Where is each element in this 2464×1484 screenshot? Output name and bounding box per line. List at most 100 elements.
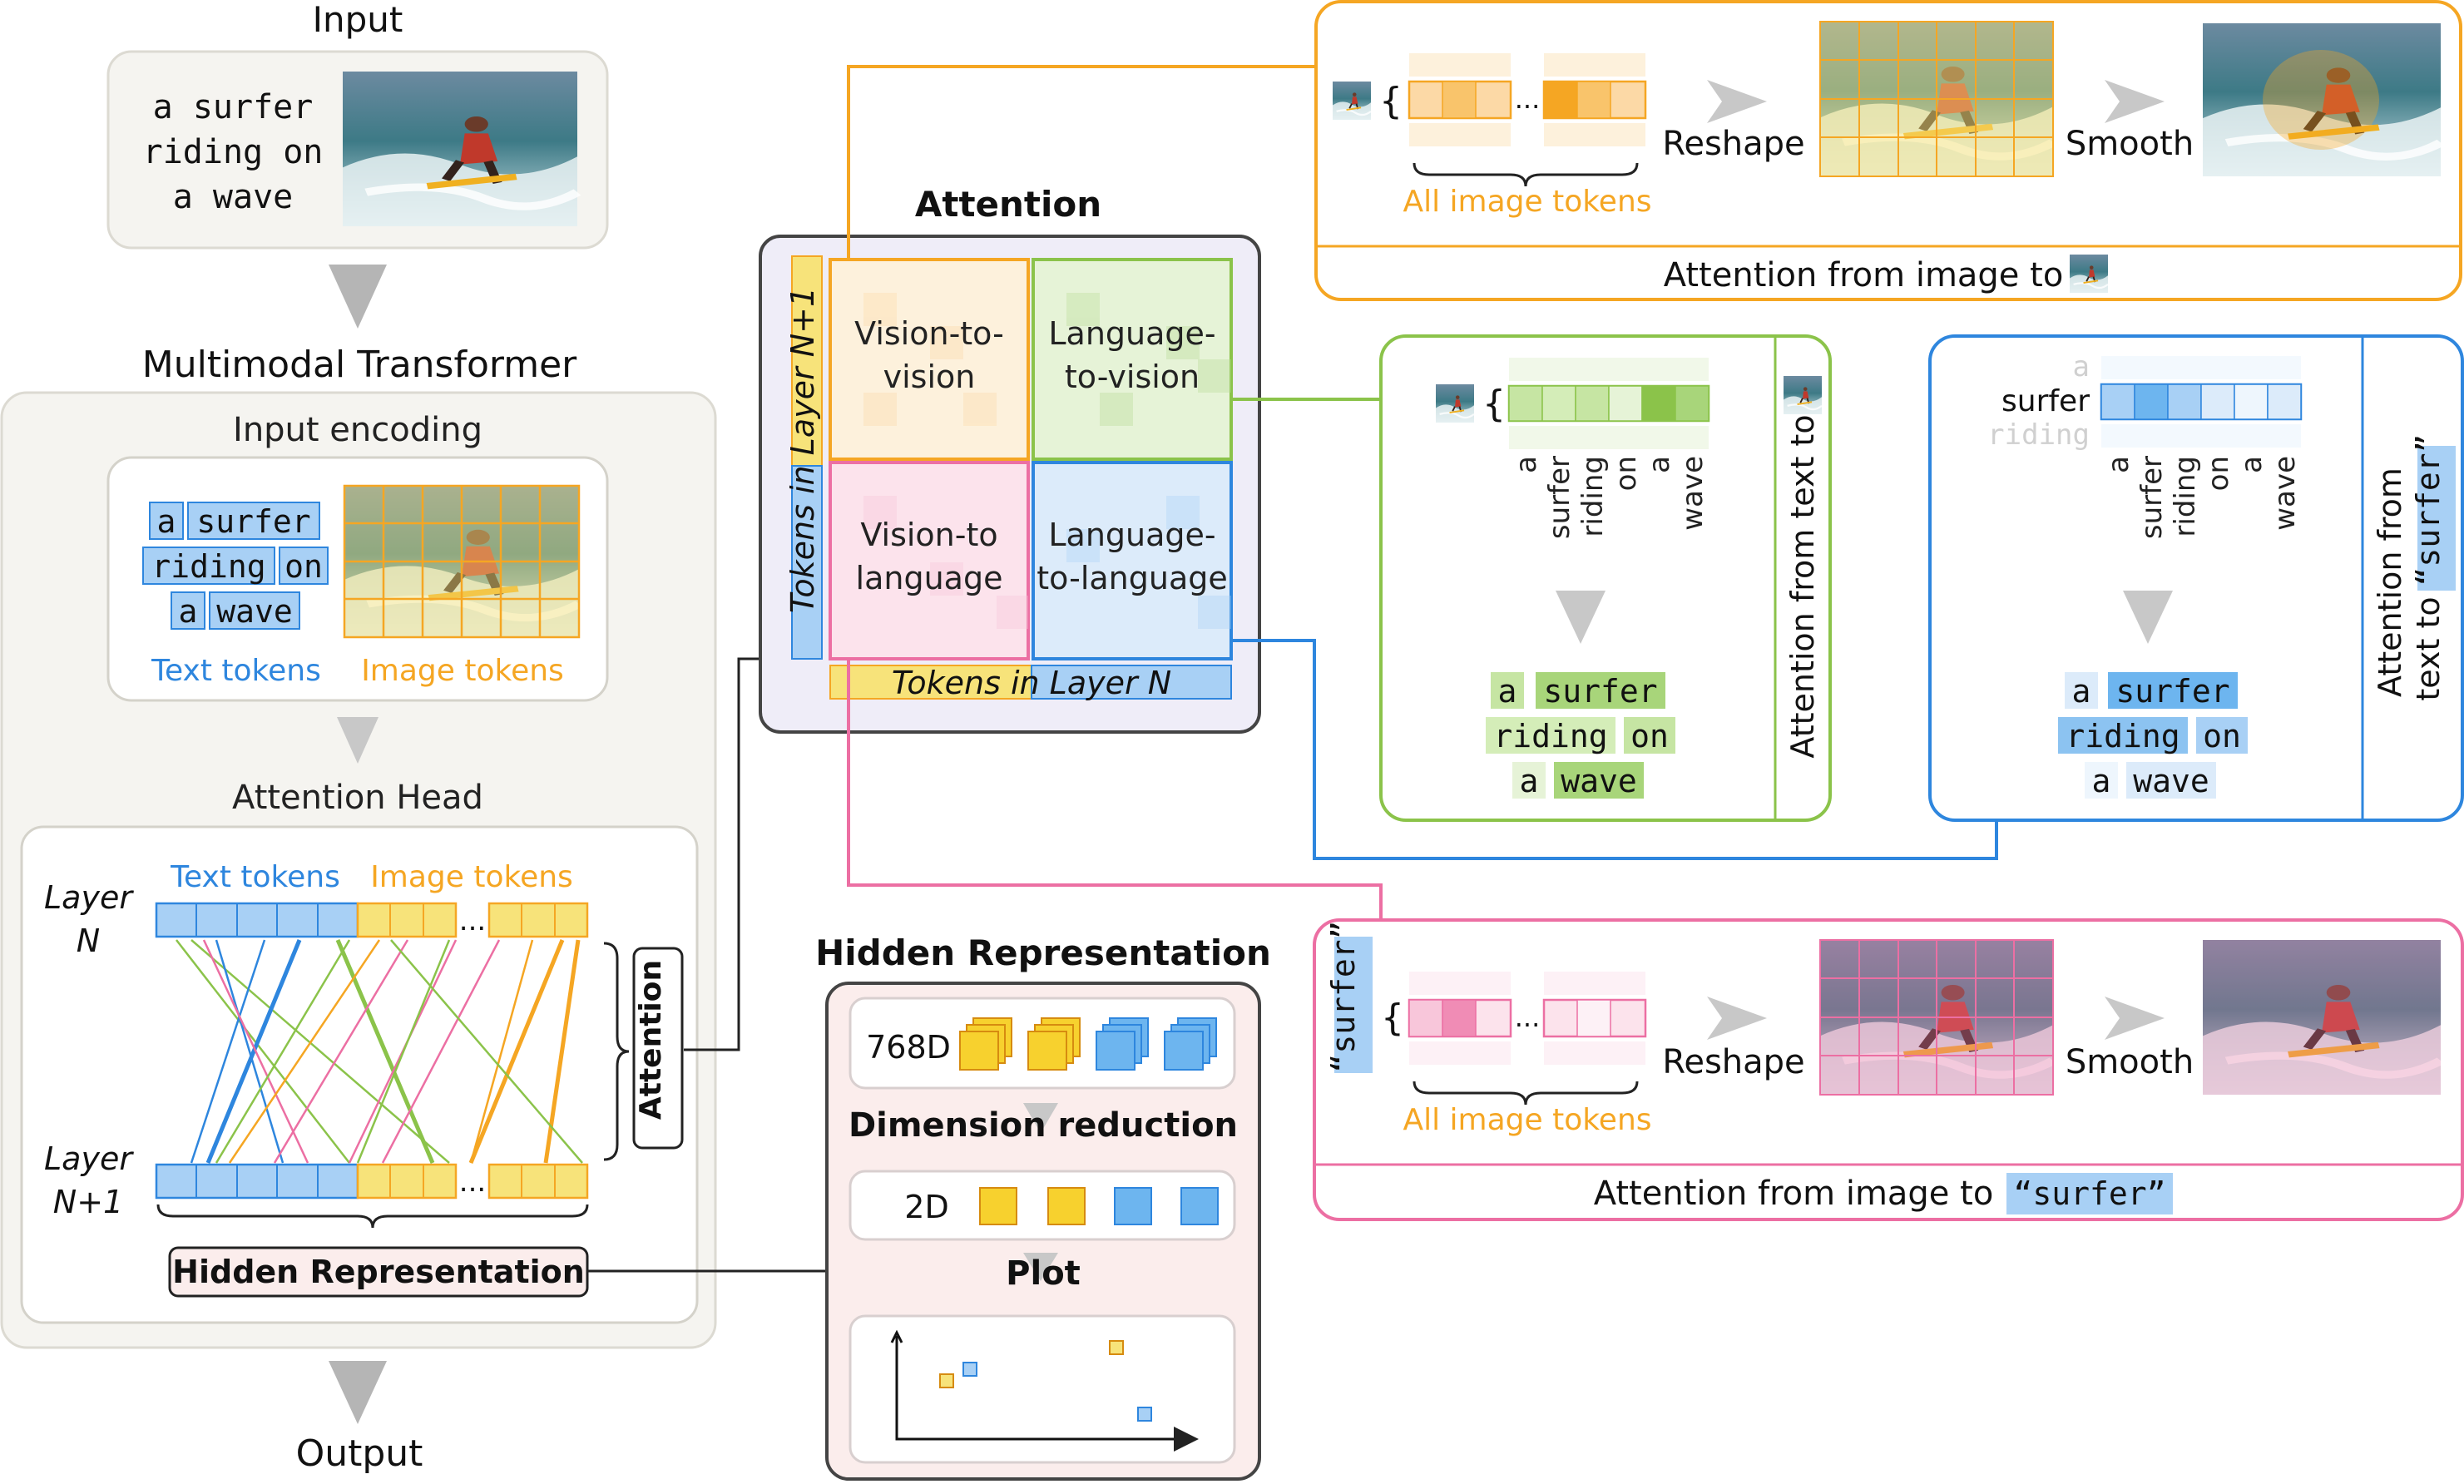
input-title: Input	[313, 0, 403, 40]
panel3-word-3: on	[2202, 456, 2235, 491]
l2l-line2: to-language	[1037, 560, 1227, 596]
panel3-word-4: a	[2235, 456, 2269, 473]
panel3-out-on: on	[2203, 718, 2241, 754]
panel3-caption-line2: text to	[2410, 596, 2447, 700]
panel3-caption-token: “surfer”	[2410, 433, 2447, 586]
panel3-word-2: riding	[2169, 456, 2202, 537]
vision-to-language-cell	[829, 461, 1030, 660]
plot-label: Plot	[1006, 1254, 1081, 1293]
panel1-smooth-heat	[2263, 50, 2379, 150]
panel4-ellipsis: ...	[1515, 1002, 1541, 1033]
panel3-out-wave: wave	[2133, 763, 2209, 799]
panel4-token-bg	[1334, 937, 1373, 1073]
panel2-word-3: on	[1610, 456, 1643, 491]
panel1-caption: Attention from image to	[1664, 256, 2064, 294]
panel2-out-a2: a	[1520, 763, 1539, 799]
v2v-line2: vision	[883, 359, 976, 395]
panel3-caption-line1: Attention from	[2372, 467, 2408, 697]
panel3-row-riding: riding	[1987, 418, 2090, 452]
panel2-word-4: a	[1643, 456, 1676, 473]
v2l-line2: language	[856, 560, 1003, 596]
panel1-caption-patch	[2068, 253, 2110, 294]
v2v-line1: Vision-to-	[854, 315, 1004, 352]
connector-orange	[847, 65, 1314, 260]
x-axis-text-strip	[1031, 665, 1232, 700]
panel2-word-0: a	[1510, 456, 1543, 473]
panel3-word-5: wave	[2269, 456, 2302, 531]
panel2-caption-patch	[1782, 374, 1823, 416]
text-tokens-group: a surfer riding on a wave	[142, 502, 329, 630]
768d-stacks	[959, 1017, 1217, 1071]
attention-tag	[632, 947, 684, 1150]
down-arrow-icon-3	[329, 1361, 387, 1424]
layer-n-ellipsis: ...	[459, 904, 486, 937]
head-image-tokens-label: Image tokens	[370, 860, 573, 894]
panel4-brace: {	[1381, 997, 1404, 1039]
plot-box	[849, 1314, 1236, 1464]
plot-arrow-icon	[1023, 1253, 1058, 1281]
panel1-smooth-label: Smooth	[2066, 125, 2194, 163]
attention-tag-label: Attention	[634, 960, 668, 1120]
panel1-brace: {	[1379, 80, 1403, 122]
layer-n1-label-2: N+1	[53, 1184, 123, 1220]
y-axis-text-strip	[791, 465, 823, 660]
panel2-word-2: riding	[1576, 456, 1610, 537]
connector-pink	[847, 659, 1383, 918]
panel2-caption: Attention from text to	[1784, 414, 1821, 758]
panel4-smooth-arrow-icon	[2105, 997, 2165, 1040]
v2l-line1: Vision-to	[860, 517, 997, 553]
panel3-row-surfer: surfer	[2001, 384, 2090, 418]
2d-points	[979, 1187, 1219, 1225]
input-surfer-image	[343, 72, 577, 226]
panel4-caption: Attention from image to	[1594, 1175, 1994, 1213]
down-arrow-icon	[329, 265, 387, 329]
panel3-out-riding: riding	[2066, 718, 2180, 754]
panel2-token-vector	[1507, 358, 1710, 449]
token-surfer: surfer	[196, 503, 310, 540]
token-on: on	[284, 548, 323, 585]
hidden-rep-title: Hidden Representation	[815, 932, 1271, 973]
panel1-patch-thumb	[1331, 80, 1373, 121]
output-title: Output	[296, 1432, 423, 1475]
panel3-word-1: surfer	[2135, 456, 2169, 539]
matrix-checker-pattern	[863, 293, 1231, 629]
layer-n1-ellipsis: ...	[459, 1165, 486, 1199]
l2l-line1: Language-	[1048, 517, 1215, 553]
attention-brace	[603, 942, 630, 1161]
plot-points	[939, 1340, 1152, 1422]
panel2-down-arrow-icon	[1556, 591, 1606, 644]
panel3-out-a: a	[2072, 673, 2091, 710]
panel1-all-tokens: All image tokens	[1403, 185, 1651, 219]
panel1-token-vector	[1408, 53, 1647, 146]
panel3-output-tokens	[2058, 672, 2248, 799]
attention-matrix-title: Attention	[915, 184, 1101, 225]
panel3-out-surfer: surfer	[2115, 673, 2229, 710]
panel2-brace: {	[1482, 383, 1506, 425]
input-caption-line3: a wave	[173, 178, 294, 216]
panel3-down-arrow-icon	[2123, 591, 2173, 644]
768d-label: 768D	[866, 1029, 951, 1066]
input-encoding-label: Input encoding	[233, 411, 482, 449]
hidden-brace	[156, 1204, 589, 1229]
layer-n-label-1: Layer	[44, 879, 134, 916]
dimension-reduction-label: Dimension reduction	[849, 1106, 1238, 1145]
panel2-word-5: wave	[1676, 456, 1709, 531]
panel1-smooth-arrow-icon	[2105, 80, 2165, 123]
panel4-token-vector	[1408, 972, 1647, 1065]
token-wave: wave	[216, 593, 293, 630]
hidden-rep-tag-label: Hidden Representation	[172, 1254, 585, 1290]
panel3-out-a2: a	[2092, 763, 2111, 799]
panel4-caption-token-bg	[2006, 1173, 2173, 1214]
attention-head-label: Attention Head	[232, 779, 483, 817]
panel4-reshape-grid	[1819, 939, 2054, 1096]
connector-attention	[684, 657, 759, 1051]
panel1-underbrace	[1413, 162, 1639, 187]
token-a: a	[157, 503, 176, 540]
panel2-out-wave: wave	[1561, 763, 1637, 799]
panel2-word-1: surfer	[1543, 456, 1576, 539]
x-axis-label: Tokens in Layer N	[892, 665, 1171, 701]
panel2-patch-thumb	[1434, 383, 1476, 424]
text-tokens-label: Text tokens	[151, 654, 321, 688]
panel2-output-tokens	[1486, 672, 1675, 799]
panel4-smooth-label: Smooth	[2066, 1043, 2194, 1081]
